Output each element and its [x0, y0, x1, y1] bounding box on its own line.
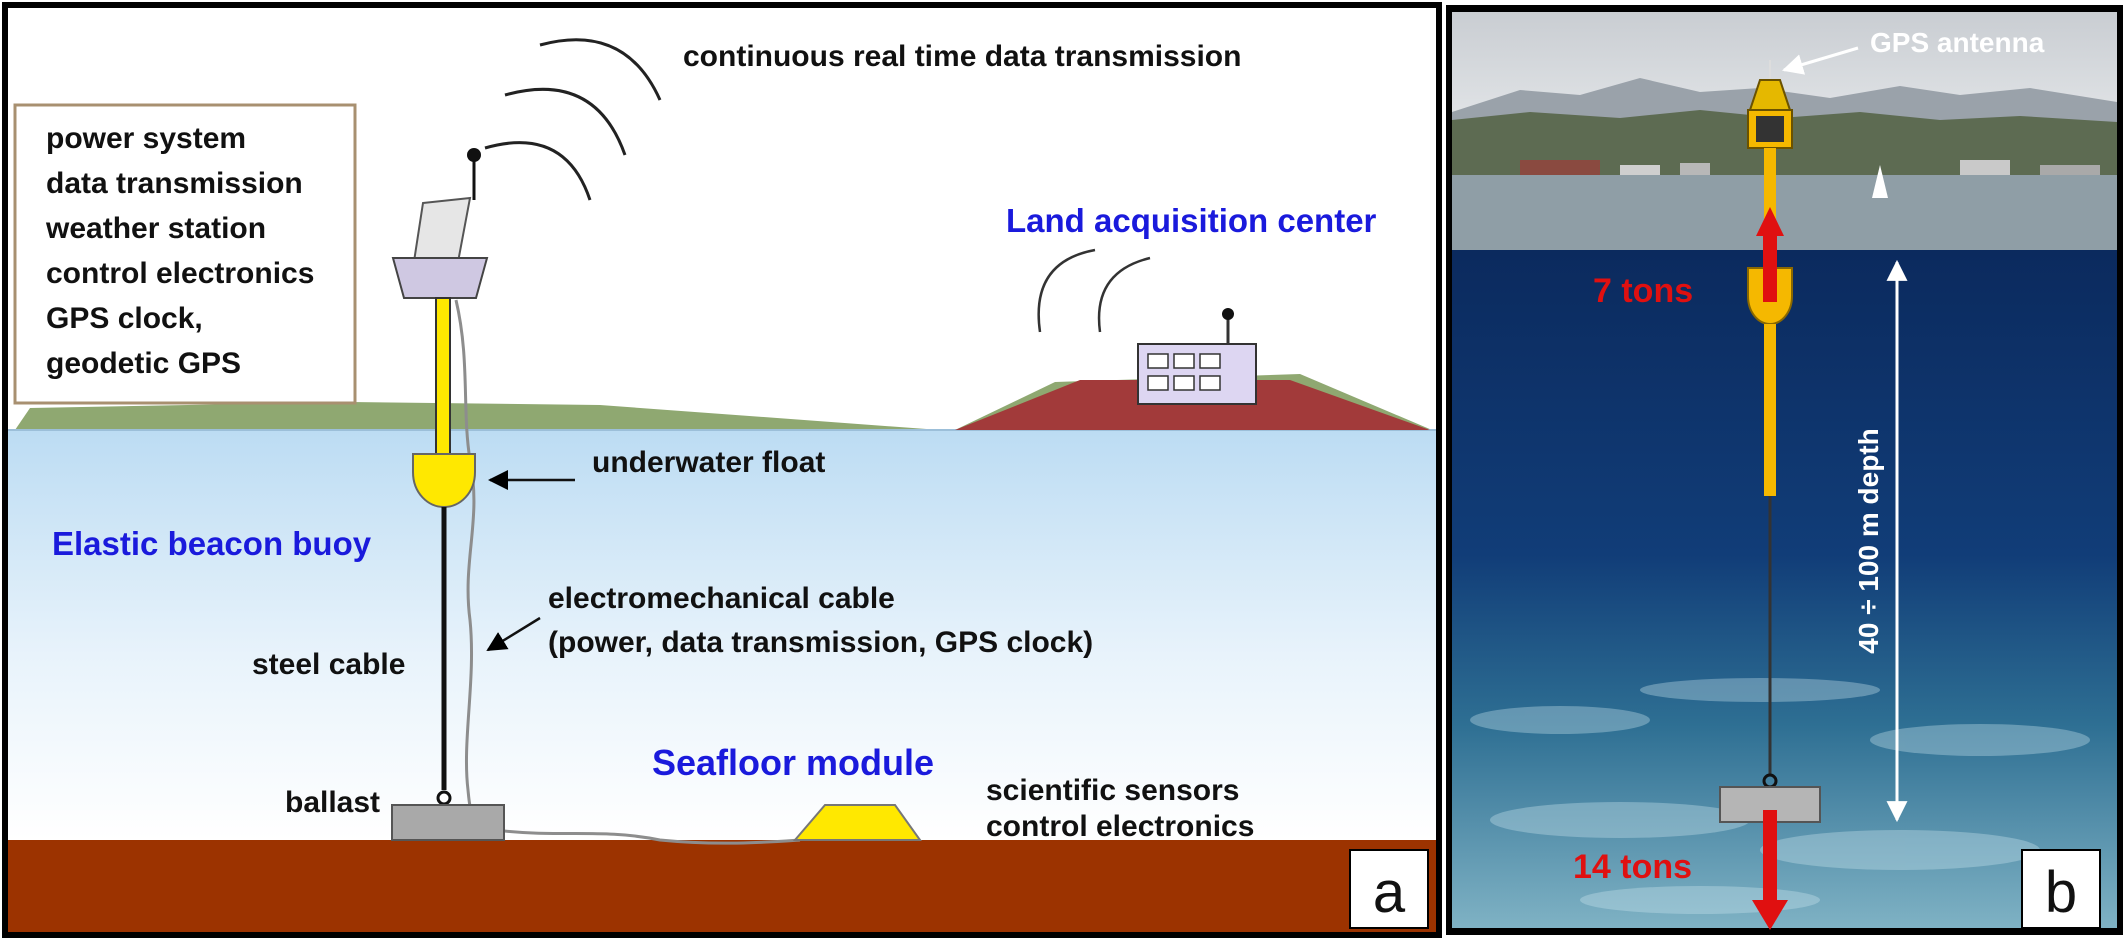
- buoy-feature-5: GPS clock,: [46, 302, 203, 335]
- panel-a: power system data transmission weather s…: [2, 2, 1442, 938]
- bottom-force-arrow: [1752, 810, 1788, 930]
- em-cable-label-1: electromechanical cable: [548, 582, 895, 615]
- em-cable-label-2: (power, data transmission, GPS clock): [548, 626, 1093, 659]
- land-center-label: Land acquisition center: [1006, 202, 1377, 239]
- top-force-arrow: [1756, 207, 1784, 302]
- ballast-label: ballast: [285, 786, 380, 819]
- panel-b-letter-box: [2021, 849, 2101, 929]
- seafloor-module-icon: [792, 804, 922, 841]
- buoy-features-box: [13, 103, 357, 405]
- buoy-pole: [435, 297, 451, 459]
- sensors-label-2: control electronics: [986, 810, 1254, 843]
- steel-cable-label: steel cable: [252, 648, 405, 681]
- seabed: [8, 840, 1436, 932]
- sailboat-icon: [1872, 165, 1888, 198]
- underwater-float-label: underwater float: [592, 446, 825, 479]
- buoy-signal-waves-icon: [484, 38, 662, 201]
- land-acquisition-building-icon: [1137, 308, 1257, 405]
- sea-area: [8, 430, 1436, 840]
- buoy-feature-1: power system: [46, 122, 246, 155]
- buoy-label: Elastic beacon buoy: [52, 525, 372, 562]
- seafloor-module-label: Seafloor module: [652, 742, 934, 783]
- buoy-feature-4: control electronics: [46, 257, 314, 290]
- buoy-feature-6: geodetic GPS: [46, 347, 241, 380]
- buoy-surface-unit: [391, 148, 489, 459]
- transmission-label: continuous real time data transmission: [683, 40, 1241, 73]
- ballast-photo: [1719, 786, 1821, 823]
- ballast-block: [391, 804, 505, 841]
- panel-a-letter: a: [1373, 860, 1406, 925]
- underwater-float: [412, 453, 476, 509]
- panel-b: GPS antenna 7 tons 14 tons 40 ÷ 100 m de…: [1446, 5, 2123, 935]
- bottom-force-label: 14 tons: [1573, 848, 1692, 886]
- top-force-label: 7 tons: [1593, 272, 1693, 310]
- panel-b-letter: b: [2045, 860, 2077, 925]
- gps-antenna-label: GPS antenna: [1870, 27, 2045, 58]
- buoy-antenna-icon: [467, 148, 481, 162]
- panel-a-letter-box: [1349, 849, 1429, 929]
- land-signal-waves-icon: [1037, 248, 1151, 333]
- buoy-feature-2: data transmission: [46, 167, 303, 200]
- sea-surface: [1452, 175, 2117, 250]
- buoy-feature-3: weather station: [45, 212, 266, 245]
- hill-left: [15, 402, 940, 430]
- sensors-label-1: scientific sensors: [986, 774, 1239, 807]
- depth-label: 40 ÷ 100 m depth: [1853, 428, 1884, 653]
